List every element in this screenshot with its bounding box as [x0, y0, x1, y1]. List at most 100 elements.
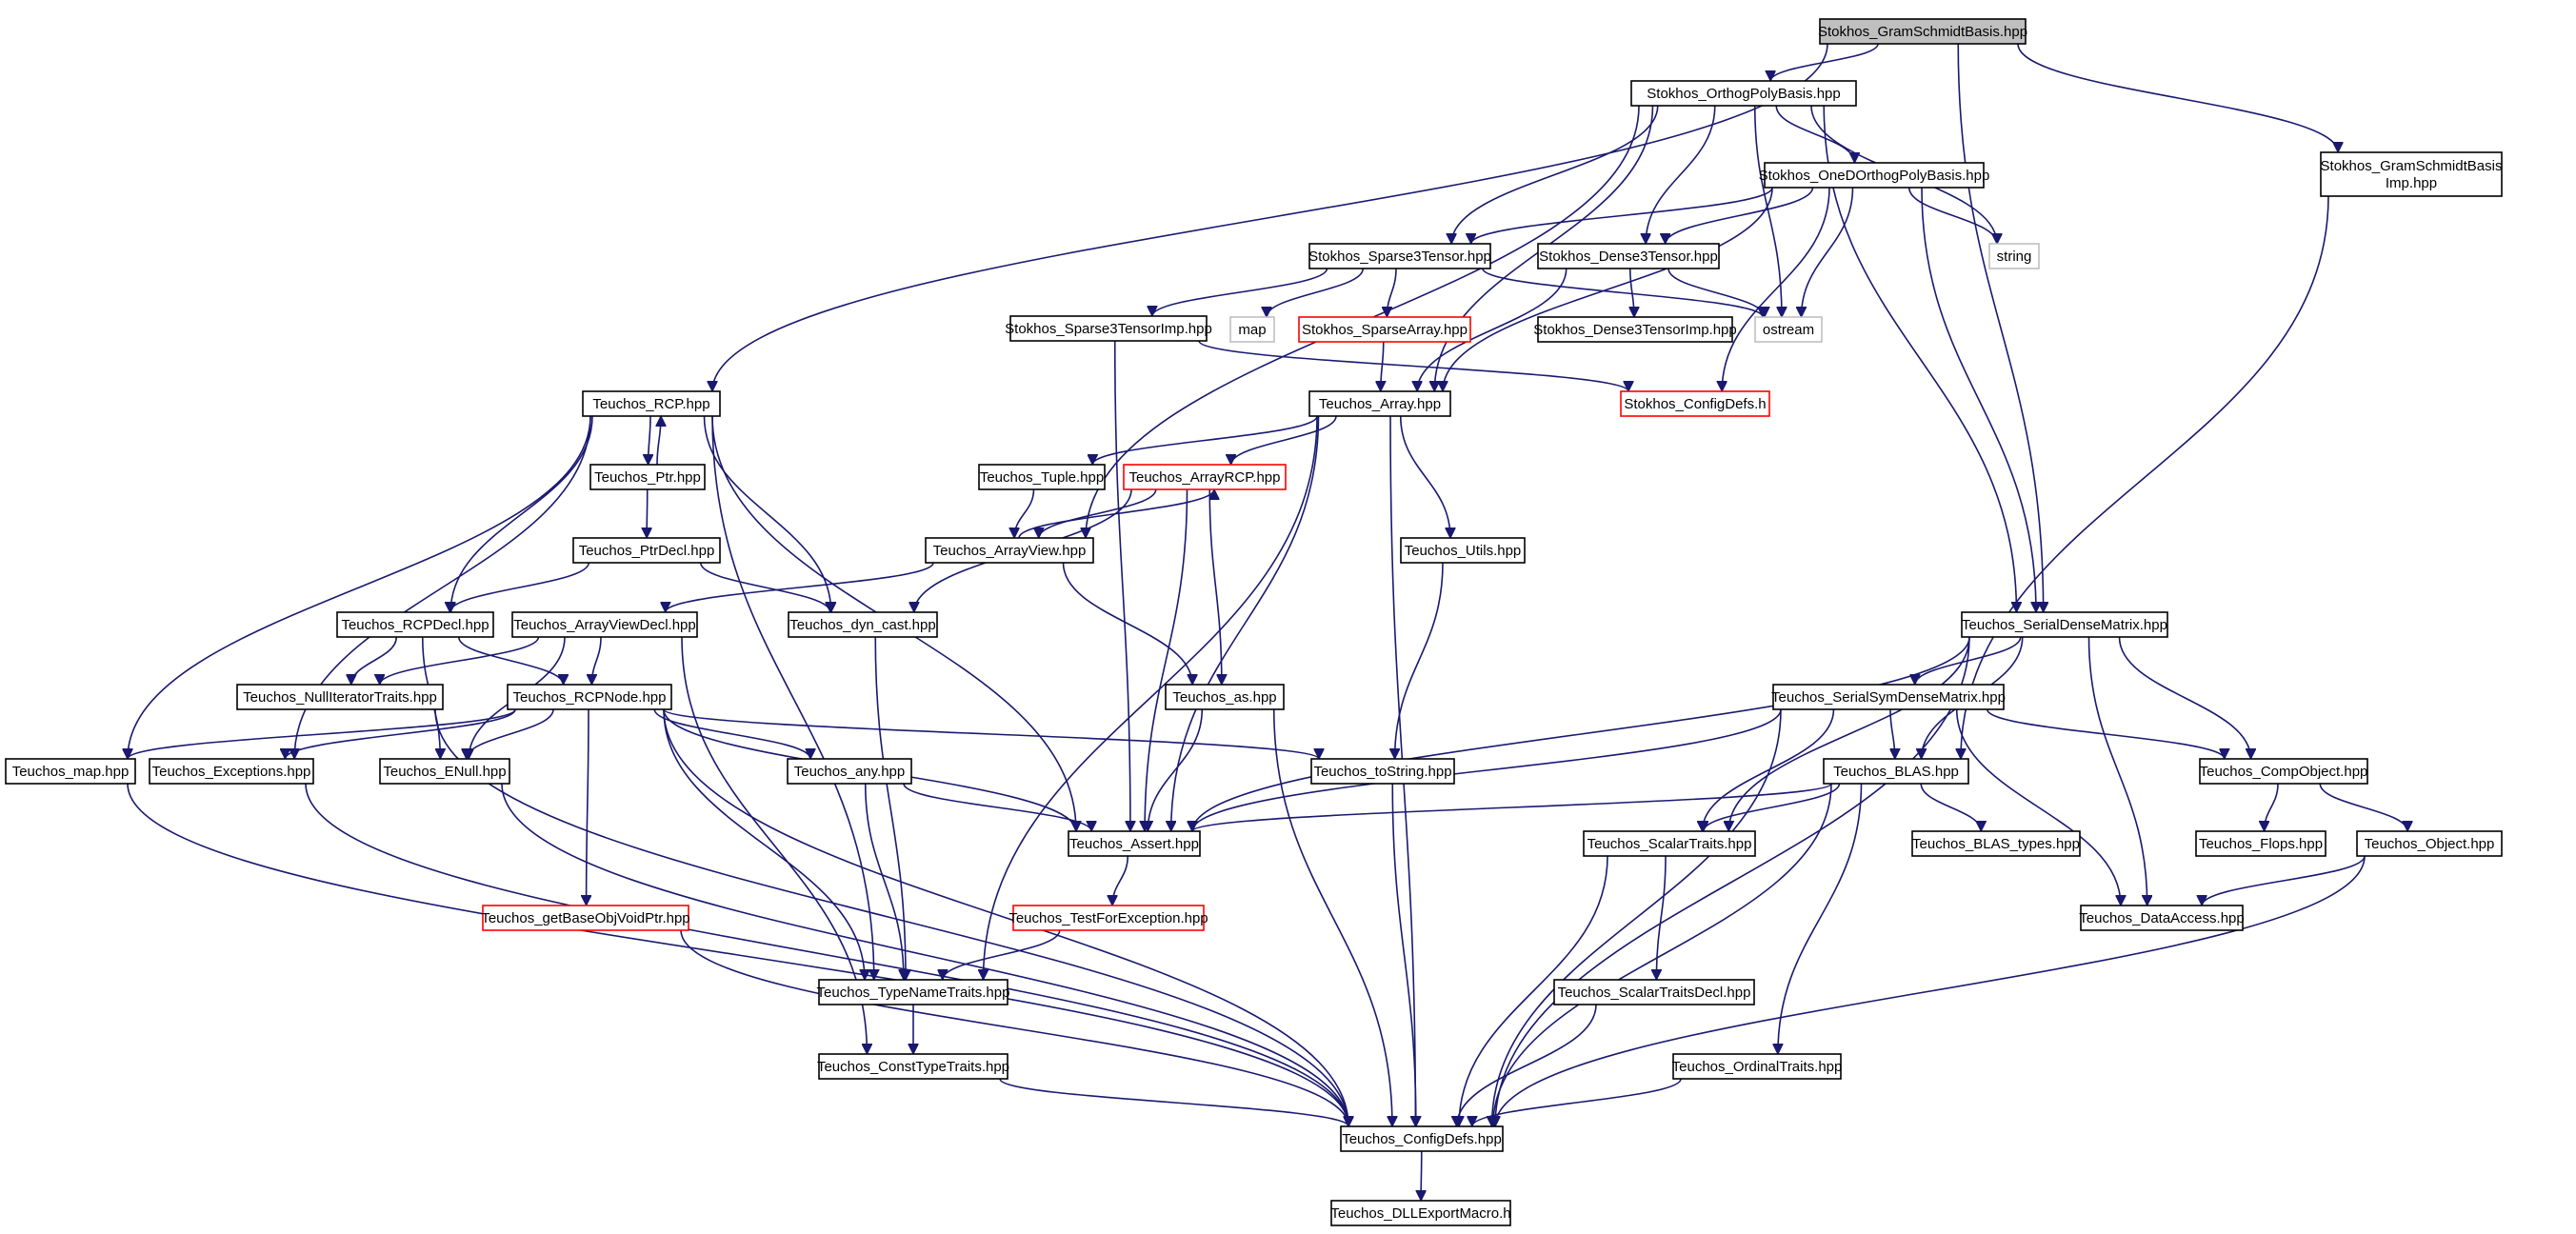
node-box[interactable]	[236, 684, 444, 710]
node-box[interactable]	[511, 611, 698, 638]
node-box[interactable]	[818, 1053, 1008, 1080]
node-box[interactable]	[507, 684, 672, 710]
node-tostring[interactable]: Teuchos_toString.hpp	[1310, 758, 1455, 785]
node-utils[interactable]: Teuchos_Utils.hpp	[1400, 537, 1526, 564]
node-box[interactable]	[1308, 243, 1491, 269]
node-box[interactable]	[788, 611, 938, 638]
node-box[interactable]	[5, 758, 136, 785]
node-box[interactable]	[1400, 537, 1526, 564]
node-box[interactable]	[1310, 758, 1455, 785]
node-arrayrcp[interactable]: Teuchos_ArrayRCP.hpp	[1123, 464, 1287, 490]
node-box[interactable]	[149, 758, 314, 785]
node-string[interactable]: string	[1988, 243, 2040, 269]
node-scalartraits[interactable]: Teuchos_ScalarTraits.hpp	[1583, 830, 1756, 857]
node-box[interactable]	[1068, 830, 1201, 857]
node-box[interactable]	[2320, 151, 2503, 197]
node-box[interactable]	[2195, 830, 2326, 857]
node-compobj[interactable]: Teuchos_CompObject.hpp	[2199, 758, 2368, 785]
node-dense3[interactable]: Stokhos_Dense3Tensor.hpp	[1537, 243, 1720, 269]
node-orthog[interactable]: Stokhos_OrthogPolyBasis.hpp	[1630, 80, 1857, 107]
node-testfor[interactable]: Teuchos_TestForException.hpp	[1008, 905, 1208, 931]
node-box[interactable]	[1330, 1200, 1511, 1226]
node-box[interactable]	[379, 758, 510, 785]
node-box[interactable]	[818, 979, 1008, 1005]
node-configstok[interactable]: Stokhos_ConfigDefs.h	[1620, 390, 1770, 417]
node-box[interactable]	[1823, 758, 1969, 785]
node-ptr[interactable]: Teuchos_Ptr.hpp	[589, 464, 706, 490]
node-array[interactable]: Teuchos_Array.hpp	[1308, 390, 1451, 417]
node-box[interactable]	[1819, 18, 2027, 45]
node-object[interactable]: Teuchos_Object.hpp	[2356, 830, 2503, 857]
node-box[interactable]	[572, 537, 721, 564]
node-flops[interactable]: Teuchos_Flops.hpp	[2195, 830, 2326, 857]
node-oned[interactable]: Stokhos_OneDOrthogPolyBasis.hpp	[1759, 162, 1990, 189]
node-box[interactable]	[482, 905, 689, 931]
node-configdefs[interactable]: Teuchos_ConfigDefs.hpp	[1340, 1125, 1504, 1152]
node-consttype[interactable]: Teuchos_ConstTypeTraits.hpp	[817, 1053, 1009, 1080]
node-box[interactable]	[2356, 830, 2503, 857]
node-ordinal[interactable]: Teuchos_OrdinalTraits.hpp	[1672, 1053, 1843, 1080]
node-tmap[interactable]: Teuchos_map.hpp	[5, 758, 136, 785]
node-box[interactable]	[1620, 390, 1770, 417]
node-dyncast[interactable]: Teuchos_dyn_cast.hpp	[788, 611, 938, 638]
node-dense3imp[interactable]: Stokhos_Dense3TensorImp.hpp	[1533, 316, 1737, 343]
node-sparse3[interactable]: Stokhos_Sparse3Tensor.hpp	[1308, 243, 1491, 269]
node-sparse3imp[interactable]: Stokhos_Sparse3TensorImp.hpp	[1005, 315, 1212, 342]
node-box[interactable]	[1308, 390, 1451, 417]
node-box[interactable]	[1772, 684, 2005, 710]
node-box[interactable]	[1537, 243, 1720, 269]
node-exceptions[interactable]: Teuchos_Exceptions.hpp	[149, 758, 314, 785]
node-dll[interactable]: Teuchos_DLLExportMacro.h	[1330, 1200, 1511, 1226]
node-rcp[interactable]: Teuchos_RCP.hpp	[582, 390, 721, 417]
node-rcpdecl[interactable]: Teuchos_RCPDecl.hpp	[336, 611, 494, 638]
node-box[interactable]	[925, 537, 1094, 564]
node-box[interactable]	[978, 464, 1106, 490]
node-avdecl[interactable]: Teuchos_ArrayViewDecl.hpp	[511, 611, 698, 638]
node-nulliter[interactable]: Teuchos_NullIteratorTraits.hpp	[236, 684, 444, 710]
node-ssdm[interactable]: Teuchos_SerialSymDenseMatrix.hpp	[1771, 684, 2006, 710]
node-box[interactable]	[1009, 315, 1208, 342]
node-enull[interactable]: Teuchos_ENull.hpp	[379, 758, 510, 785]
node-root[interactable]: Stokhos_GramSchmidtBasis.hpp	[1818, 18, 2027, 45]
node-box[interactable]	[1298, 316, 1471, 343]
node-as[interactable]: Teuchos_as.hpp	[1165, 684, 1285, 710]
node-box[interactable]	[1988, 243, 2040, 269]
node-blas[interactable]: Teuchos_BLAS.hpp	[1823, 758, 1969, 785]
node-blastypes[interactable]: Teuchos_BLAS_types.hpp	[1911, 830, 2081, 857]
node-box[interactable]	[1961, 611, 2168, 638]
node-box[interactable]	[1229, 316, 1275, 343]
node-box[interactable]	[1672, 1053, 1842, 1080]
node-map[interactable]: map	[1229, 316, 1275, 343]
node-any[interactable]: Teuchos_any.hpp	[787, 758, 912, 785]
node-ostream[interactable]: ostream	[1754, 316, 1823, 343]
node-box[interactable]	[1340, 1125, 1504, 1152]
node-sdm[interactable]: Teuchos_SerialDenseMatrix.hpp	[1961, 611, 2168, 638]
node-dataaccess[interactable]: Teuchos_DataAccess.hpp	[2079, 905, 2245, 931]
node-box[interactable]	[1123, 464, 1287, 490]
node-box[interactable]	[1754, 316, 1823, 343]
node-box[interactable]	[1165, 684, 1285, 710]
node-box[interactable]	[589, 464, 706, 490]
node-ptrdecl[interactable]: Teuchos_PtrDecl.hpp	[572, 537, 721, 564]
node-box[interactable]	[787, 758, 912, 785]
node-box[interactable]	[1630, 80, 1857, 107]
node-box[interactable]	[1537, 316, 1733, 343]
node-arrayview[interactable]: Teuchos_ArrayView.hpp	[925, 537, 1094, 564]
node-box[interactable]	[1583, 830, 1756, 857]
node-getbase[interactable]: Teuchos_getBaseObjVoidPtr.hpp	[481, 905, 690, 931]
node-box[interactable]	[2080, 905, 2244, 931]
node-box[interactable]	[2199, 758, 2368, 785]
node-sparsearray[interactable]: Stokhos_SparseArray.hpp	[1298, 316, 1471, 343]
node-box[interactable]	[1911, 830, 2081, 857]
node-stdecl[interactable]: Teuchos_ScalarTraitsDecl.hpp	[1553, 979, 1755, 1005]
node-box[interactable]	[582, 390, 721, 417]
node-box[interactable]	[336, 611, 494, 638]
node-box[interactable]	[1553, 979, 1755, 1005]
node-typename[interactable]: Teuchos_TypeNameTraits.hpp	[817, 979, 1010, 1005]
node-rcpnode[interactable]: Teuchos_RCPNode.hpp	[507, 684, 672, 710]
node-box[interactable]	[1012, 905, 1205, 931]
node-tuple[interactable]: Teuchos_Tuple.hpp	[978, 464, 1106, 490]
node-assert[interactable]: Teuchos_Assert.hpp	[1068, 830, 1201, 857]
node-box[interactable]	[1764, 162, 1985, 189]
